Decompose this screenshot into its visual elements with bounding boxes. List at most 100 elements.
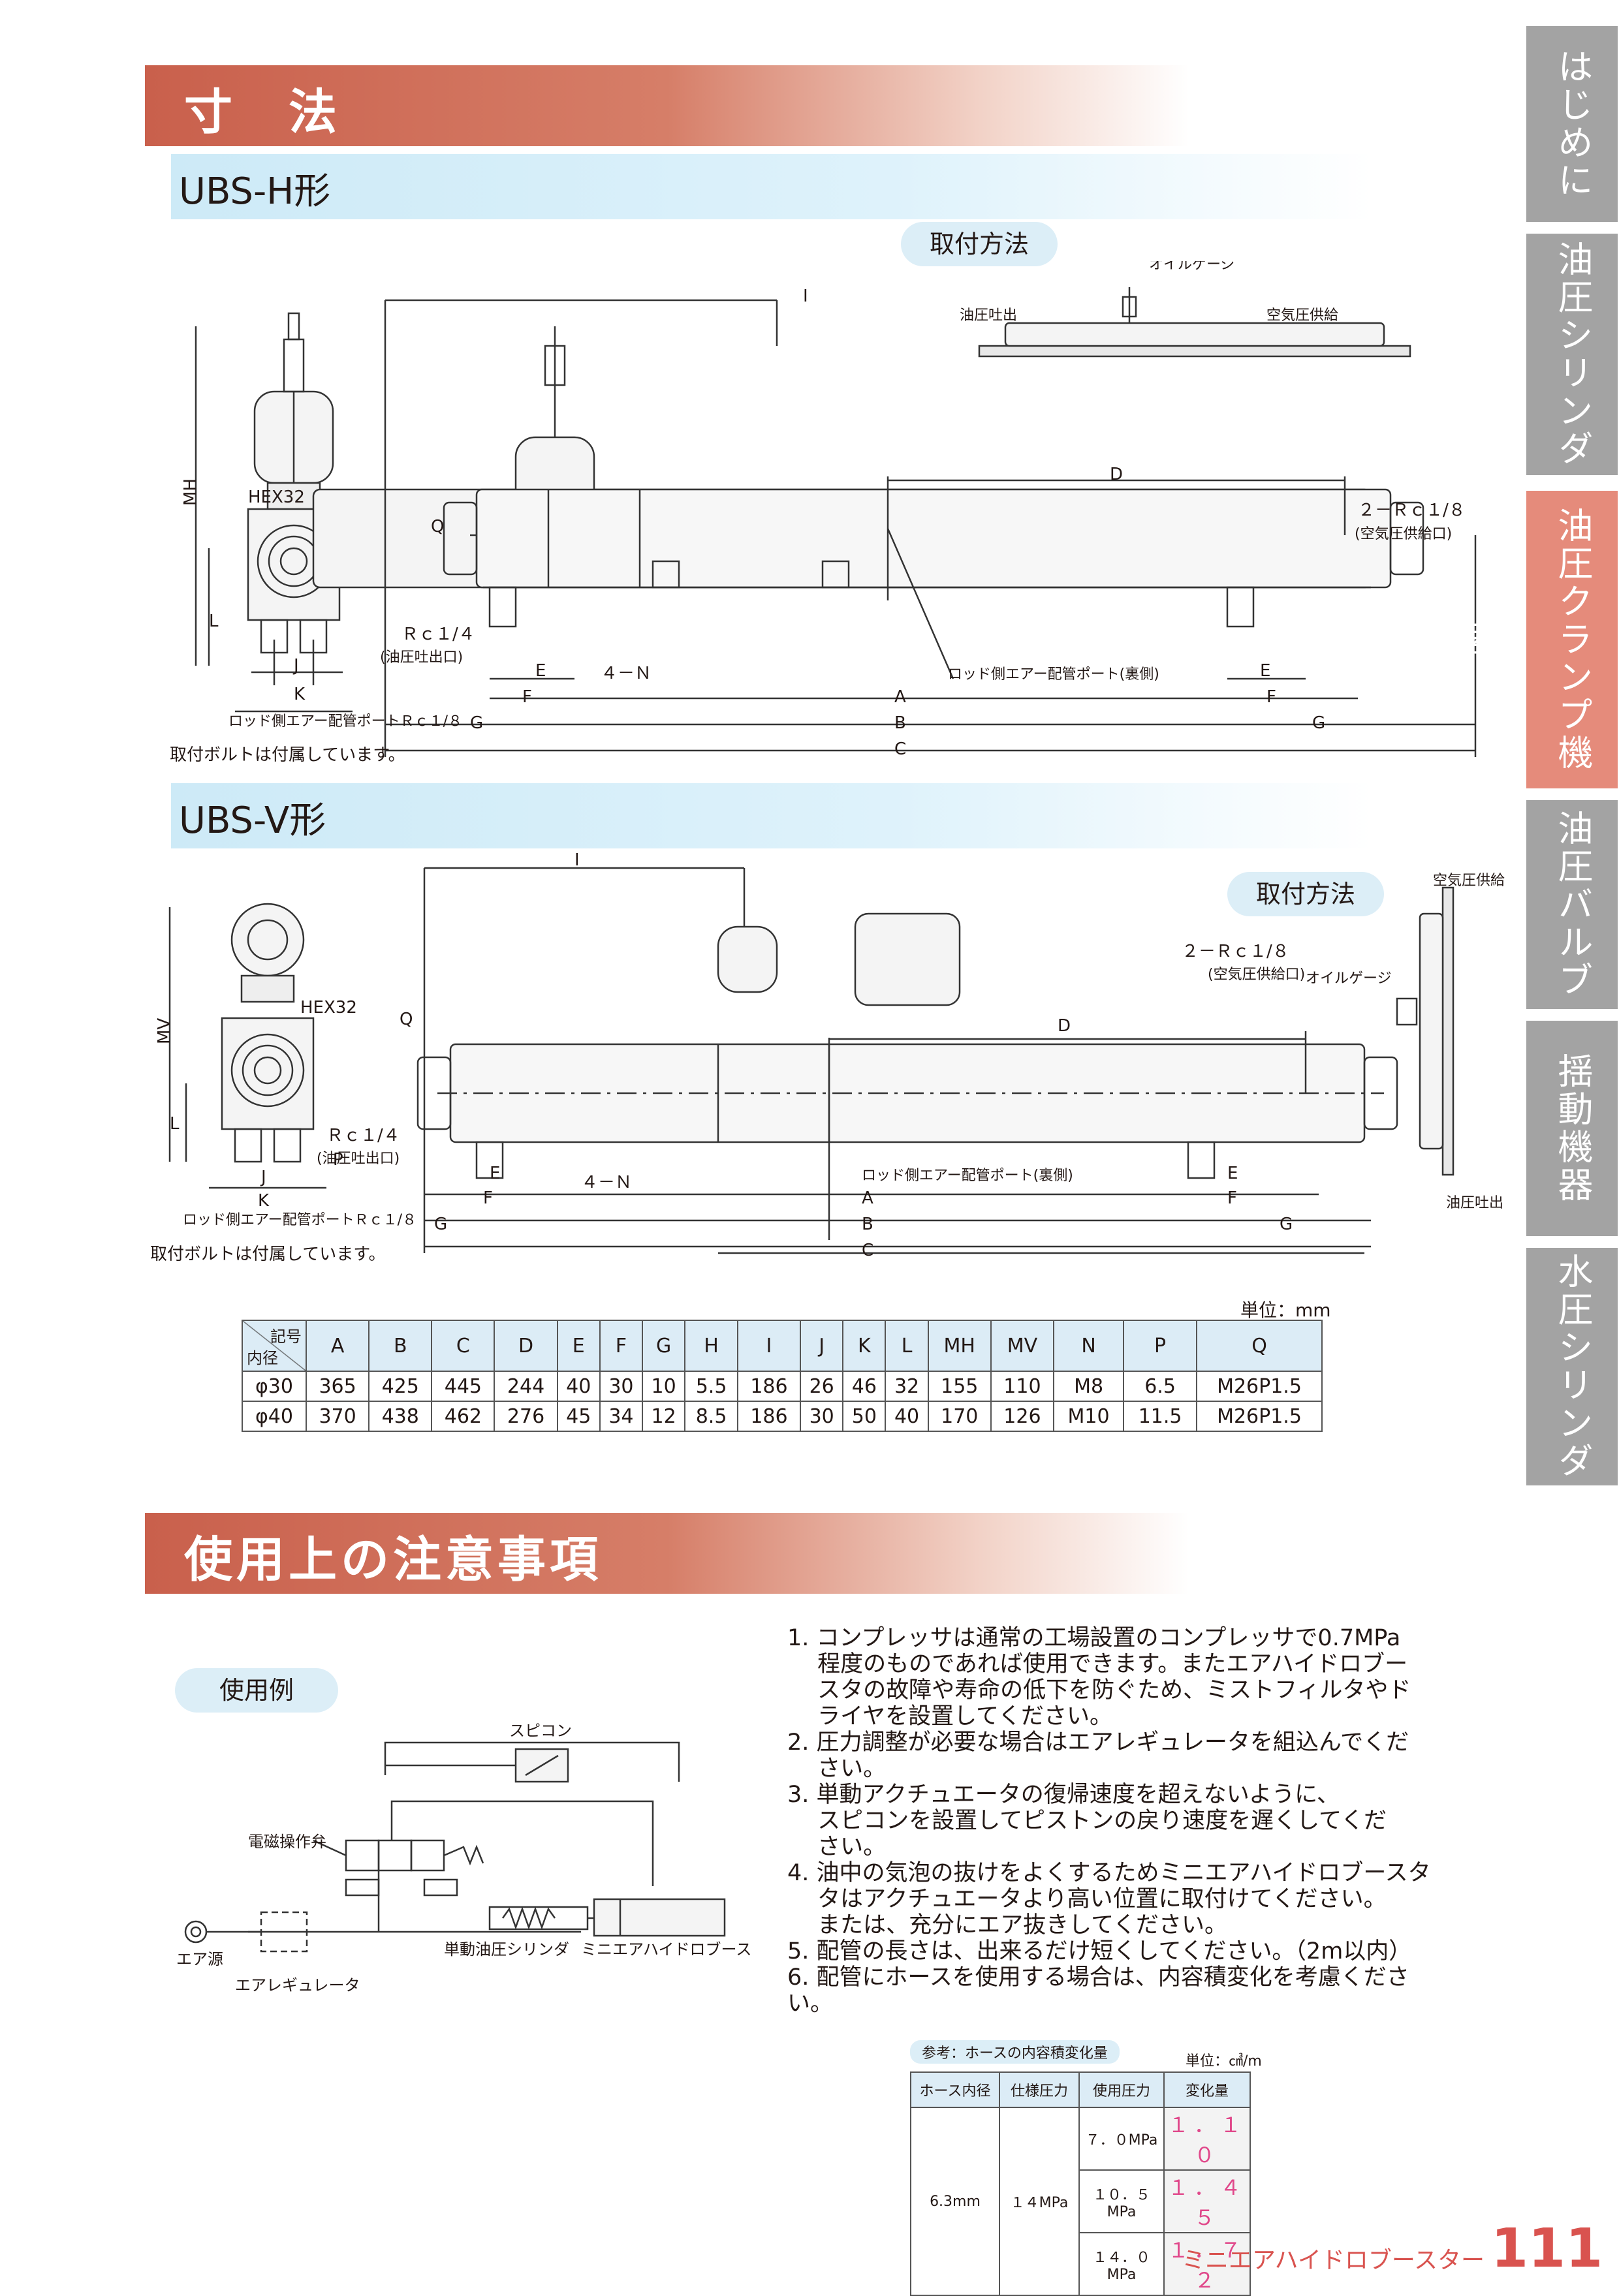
table-cell: 365 (305, 1371, 370, 1402)
row-label: φ30 (242, 1371, 307, 1402)
side-tab-intro[interactable]: はじめに (1526, 26, 1618, 222)
rc18-label: ２－Ｒｃ１/８ (1358, 501, 1466, 520)
col-header: H (684, 1320, 738, 1372)
note-line: ライヤを設置してください。 (787, 1703, 1112, 1730)
table-row: １０．５MPa １．４５ (911, 2169, 1251, 2233)
dim-a: A (862, 1188, 873, 1208)
side-tab-hydraulic-valve[interactable]: 油圧バルブ (1526, 800, 1618, 1009)
corner-bottom: 内径 (247, 1349, 278, 1367)
dim-c: C (894, 739, 906, 759)
caution-notes: 1. コンプレッサは通常の工場設置のコンプレッサで0.7MPa 程度のものであれ… (787, 1625, 1453, 2017)
col-header: K (842, 1320, 887, 1372)
dim-k: K (294, 685, 306, 704)
subheader-ubs-v: UBS-V形 (171, 783, 1372, 848)
mounting-label: 取付方法 (1227, 872, 1384, 916)
circuit-diagram: スピコン 電磁操作弁 エア源 エアレギュレータ 単動油圧シリンダ ミニエアハイド… (176, 1723, 751, 1994)
section-header-dimensions: 寸 法 (145, 65, 1189, 146)
hose-table: ホース内径 仕様圧力 使用圧力 変化量 6.3mm １４MPa ７．０MPa １… (910, 2071, 1251, 2296)
model-title: UBS-V形 (179, 799, 326, 842)
dim-q: Q (400, 1010, 413, 1029)
note-line: または、充分にエア抜きしてください。 (787, 1912, 1228, 1938)
rod-port-label: ロッド側エアー配管ポート(裏側) (948, 666, 1159, 683)
rc18-sub: (空気圧供給口) (1208, 967, 1305, 983)
air-supply-label: 空気圧供給 (1433, 873, 1505, 889)
table-cell: 40 (556, 1371, 601, 1402)
rc14-sub: (油圧吐出口) (380, 649, 463, 666)
note-line: 5. 配管の長さは、出来るだけ短くしてください。（2m以内） (787, 1938, 1412, 1964)
table-cell: １４MPa (999, 2107, 1080, 2296)
side-tab-hydraulic-cylinder[interactable]: 油圧シリンダ (1526, 234, 1618, 475)
note-line: スピコンを設置してピストンの戻り速度を遅くしてくだ (787, 1808, 1387, 1834)
table-cell: M26P1.5 (1196, 1371, 1323, 1402)
table-cell: 30 (599, 1371, 644, 1402)
table-corner: 記号 内径 (242, 1320, 307, 1372)
dim-l: L (209, 612, 219, 631)
table-cell: １．４５ (1163, 2169, 1251, 2233)
table-cell: M8 (1052, 1371, 1125, 1402)
note-line: スタの故障や寿命の低下を防ぐため、ミストフィルタやド (787, 1677, 1411, 1703)
dim-d: D (1058, 1016, 1071, 1036)
dimension-table: 記号 内径 A B C D E F G H I J K L MH MV N P … (242, 1320, 1323, 1432)
dim-e-left: E (490, 1164, 500, 1183)
table-cell: 186 (736, 1371, 802, 1402)
table-cell: 155 (927, 1371, 992, 1402)
bolt-note: 取付ボルトは付属しています。 (170, 745, 405, 765)
table-cell: ７．０MPa (1078, 2107, 1165, 2171)
oil-out-label: 油圧吐出 (1446, 1195, 1503, 1211)
table-cell: 244 (494, 1371, 558, 1402)
oil-gauge-label: オイルゲージ (1149, 261, 1235, 273)
table-cell: 126 (990, 1401, 1054, 1432)
table-cell: １．１０ (1163, 2107, 1251, 2171)
table-cell: 5.5 (684, 1371, 738, 1402)
solenoid-valve-label: 電磁操作弁 (248, 1833, 326, 1851)
col-header: E (556, 1320, 601, 1372)
rod-port-label: ロッド側エアー配管ポート(裏側) (862, 1168, 1073, 1184)
table-cell: 30 (800, 1401, 844, 1432)
col-header: B (368, 1320, 433, 1372)
side-tab-water-cylinder[interactable]: 水圧シリンダ (1526, 1248, 1618, 1485)
booster-label: ミニエアハイドロブースタ (581, 1940, 751, 1959)
dim-f-left: F (522, 687, 532, 707)
note-line: タはアクチュエータより高い位置に取付けてください。 (787, 1886, 1387, 1912)
page-number: 111 (1491, 2218, 1603, 2280)
col-header: 仕様圧力 (999, 2071, 1080, 2108)
dim-j: J (260, 1168, 266, 1187)
table-cell: 46 (842, 1371, 887, 1402)
dim-b: B (862, 1215, 873, 1234)
table-cell: 34 (599, 1401, 644, 1432)
table-cell: 370 (305, 1401, 370, 1432)
note-line: 程度のものであれば使用できます。またエアハイドロブー (787, 1651, 1408, 1677)
air-source-label: エア源 (176, 1950, 223, 1968)
drawing-ubs-h: I D HEX32 MH L J K Q Ｒｃ１/４ (油圧吐出口) ２－Ｒｃ１… (170, 261, 1477, 765)
col-header: F (599, 1320, 644, 1372)
note-line: 2. 圧力調整が必要な場合はエアレギュレータを組込んでくだ (787, 1730, 1409, 1756)
dim-j: J (292, 656, 299, 675)
corner-top: 記号 (270, 1327, 302, 1346)
four-n-label: ４－Ｎ (601, 664, 652, 683)
dim-mh: MH (181, 478, 200, 506)
col-header: D (494, 1320, 558, 1372)
col-header: MH (927, 1320, 992, 1372)
table-cell: 438 (368, 1401, 433, 1432)
dim-g-right: G (1280, 1215, 1293, 1234)
col-header: G (642, 1320, 686, 1372)
side-tab-hydraulic-clamp[interactable]: 油圧クランプ機器 (1460, 491, 1618, 788)
table-cell: 445 (431, 1371, 495, 1402)
dim-a: A (894, 687, 906, 707)
dim-f-left: F (483, 1188, 493, 1208)
section-title: 使用上の注意事項 (184, 1532, 602, 1588)
mounting-view-v (1396, 886, 1454, 1176)
dim-mv: MV (155, 1018, 174, 1044)
side-tab-rotary[interactable]: 揺動機器 (1526, 1021, 1618, 1236)
note-line: 1. コンプレッサは通常の工場設置のコンプレッサで0.7MPa (787, 1625, 1401, 1651)
table-cell: １４．０MPa (1078, 2232, 1165, 2296)
dim-k: K (258, 1191, 270, 1211)
dim-c: C (862, 1241, 873, 1260)
air-regulator-label: エアレギュレータ (235, 1976, 360, 1994)
dim-g-right: G (1312, 713, 1325, 733)
oil-gauge-label: オイルゲージ (1306, 970, 1392, 987)
col-header: 変化量 (1163, 2071, 1251, 2108)
hex-label: HEX32 (300, 998, 357, 1017)
col-header: C (431, 1320, 495, 1372)
col-header: L (885, 1320, 929, 1372)
